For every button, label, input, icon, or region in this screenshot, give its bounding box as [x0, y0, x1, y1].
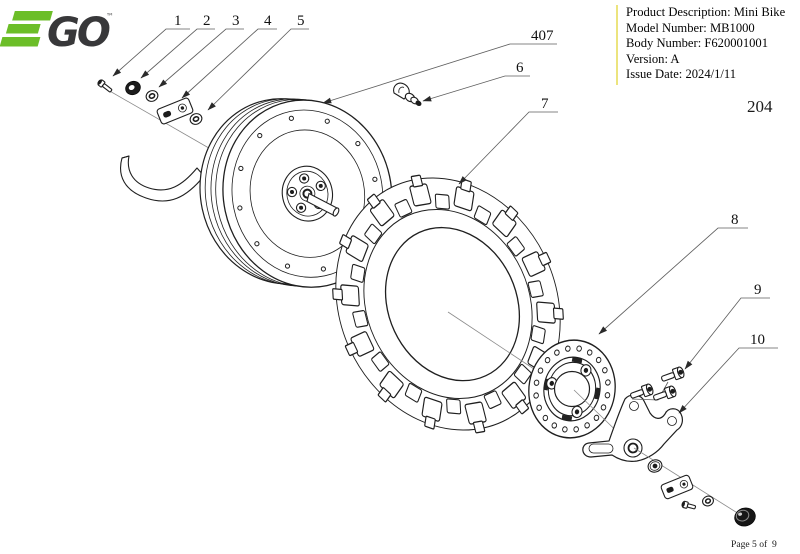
tire-drawing	[332, 174, 564, 434]
ego-logo-icon: GO ™	[0, 10, 114, 56]
screw-part-1	[97, 79, 113, 93]
logo-e-bar	[12, 11, 53, 21]
mounting-bolt	[661, 366, 685, 382]
logo-e-bar	[0, 37, 41, 47]
brake-disc-drawing	[528, 339, 616, 439]
info-line-issue-date: Issue Date: 2024/1/11	[626, 67, 737, 81]
callout-4: 4	[264, 13, 272, 29]
caliper-bracket-drawing	[582, 394, 683, 462]
wheel-cable	[120, 155, 205, 202]
washer-part-3	[145, 90, 159, 102]
product-info-panel: Product Description: Mini Bike Model Num…	[616, 5, 785, 85]
plate-part-bottom	[660, 474, 694, 500]
callout-407: 407	[531, 28, 554, 44]
cap-nut-bottom	[734, 507, 756, 527]
info-line-product: Product Description: Mini Bike	[626, 5, 786, 19]
callout-10: 10	[750, 332, 765, 348]
callout-6: 6	[516, 60, 524, 76]
callout-7: 7	[541, 96, 549, 112]
mounting-plate-part-4	[156, 97, 194, 125]
callout-numbers: 1 2 3 4 5 407 6 7 8 9 10	[174, 13, 765, 348]
callout-1: 1	[174, 13, 182, 29]
washer-part-5	[189, 113, 203, 125]
hex-nut-part	[647, 459, 663, 473]
logo-e-bar	[5, 24, 41, 34]
trademark-symbol: ™	[106, 12, 114, 21]
wheel-hub-drawing	[199, 98, 393, 288]
callout-3: 3	[232, 13, 240, 29]
callout-8: 8	[731, 212, 739, 228]
disc-bolt-washers	[546, 364, 592, 419]
callout-9: 9	[754, 282, 762, 298]
callout-5: 5	[297, 13, 305, 29]
callout-leaders	[112, 28, 778, 414]
valve-stem-part	[393, 82, 422, 107]
mounting-bolt	[653, 385, 677, 401]
footer-page-info: Page 5 of 9	[731, 539, 777, 550]
callout-2: 2	[203, 13, 211, 29]
axis-line	[447, 311, 544, 376]
mounting-bolt	[630, 383, 654, 399]
info-line-version: Version: A	[626, 51, 680, 66]
washer-part-bottom	[702, 495, 714, 507]
page-code: 204	[747, 97, 773, 116]
axle-shaft	[306, 192, 340, 217]
info-line-body: Body Number: F620001001	[626, 36, 769, 50]
logo-go-text: GO	[47, 10, 110, 56]
screw-part-bottom	[681, 500, 697, 510]
info-line-model: Model Number: MB1000	[626, 20, 755, 35]
cap-nut-part-2	[125, 80, 141, 96]
